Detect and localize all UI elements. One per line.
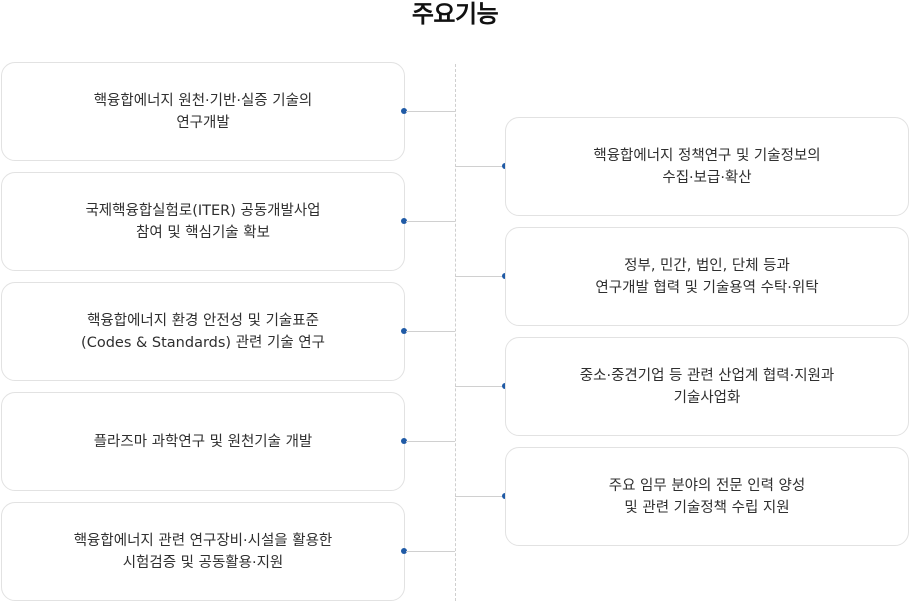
function-card-left-4: 플라즈마 과학연구 및 원천기술 개발 bbox=[1, 392, 405, 491]
card-text-line-1: 주요 임무 분야의 전문 인력 양성 bbox=[608, 477, 806, 494]
bullet-dot-icon bbox=[401, 328, 407, 334]
center-divider bbox=[455, 64, 456, 601]
function-card-left-3: 핵융합에너지 환경 안전성 및 기술표준 (Codes & Standards)… bbox=[1, 282, 405, 381]
connector-line bbox=[455, 166, 505, 167]
card-text-line-1: 핵융합에너지 환경 안전성 및 기술표준 bbox=[87, 312, 319, 329]
card-text-line-2: 연구개발 bbox=[176, 114, 230, 131]
function-card-right-3: 중소·중견기업 등 관련 산업계 협력·지원과 기술사업화 bbox=[505, 337, 909, 436]
page-title: 주요기능 bbox=[411, 0, 499, 28]
card-text-line-2: 수집·보급·확산 bbox=[662, 169, 752, 186]
function-card-left-2: 국제핵융합실험로(ITER) 공동개발사업 참여 및 핵심기술 확보 bbox=[1, 172, 405, 271]
card-text-line-1: 정부, 민간, 법인, 단체 등과 bbox=[624, 257, 790, 274]
function-card-right-2: 정부, 민간, 법인, 단체 등과 연구개발 협력 및 기술용역 수탁·위탁 bbox=[505, 227, 909, 326]
card-text-line-2: 기술사업화 bbox=[673, 389, 741, 406]
function-card-right-1: 핵융합에너지 정책연구 및 기술정보의 수집·보급·확산 bbox=[505, 117, 909, 216]
bullet-dot-icon bbox=[401, 548, 407, 554]
card-text-line-2: 및 관련 기술정책 수립 지원 bbox=[624, 499, 790, 516]
function-card-right-4: 주요 임무 분야의 전문 인력 양성 및 관련 기술정책 수립 지원 bbox=[505, 447, 909, 546]
card-text-line-1: 핵융합에너지 정책연구 및 기술정보의 bbox=[593, 147, 821, 164]
function-card-left-5: 핵융합에너지 관련 연구장비·시설을 활용한 시험검증 및 공동활용·지원 bbox=[1, 502, 405, 601]
connector-line bbox=[455, 496, 505, 497]
connector-line bbox=[455, 276, 505, 277]
card-text-line-2: (Codes & Standards) 관련 기술 연구 bbox=[81, 334, 325, 351]
card-text-line-2: 참여 및 핵심기술 확보 bbox=[136, 224, 270, 241]
connector-line bbox=[406, 551, 455, 552]
card-text-line-1: 핵융합에너지 원천·기반·실증 기술의 bbox=[93, 92, 313, 109]
bullet-dot-icon bbox=[401, 108, 407, 114]
card-text-line-1: 핵융합에너지 관련 연구장비·시설을 활용한 bbox=[73, 532, 333, 549]
bullet-dot-icon bbox=[401, 218, 407, 224]
card-text-line-1: 중소·중견기업 등 관련 산업계 협력·지원과 bbox=[579, 367, 835, 384]
connector-line bbox=[406, 111, 455, 112]
connector-line bbox=[406, 221, 455, 222]
card-text-line-1: 국제핵융합실험로(ITER) 공동개발사업 bbox=[85, 202, 321, 219]
connector-line bbox=[406, 441, 455, 442]
connector-line bbox=[455, 386, 505, 387]
function-card-left-1: 핵융합에너지 원천·기반·실증 기술의 연구개발 bbox=[1, 62, 405, 161]
card-text-line-2: 시험검증 및 공동활용·지원 bbox=[122, 554, 284, 571]
card-text-line-2: 연구개발 협력 및 기술용역 수탁·위탁 bbox=[595, 279, 819, 296]
connector-line bbox=[406, 331, 455, 332]
bullet-dot-icon bbox=[401, 438, 407, 444]
card-text-line-1: 플라즈마 과학연구 및 원천기술 개발 bbox=[93, 433, 313, 450]
